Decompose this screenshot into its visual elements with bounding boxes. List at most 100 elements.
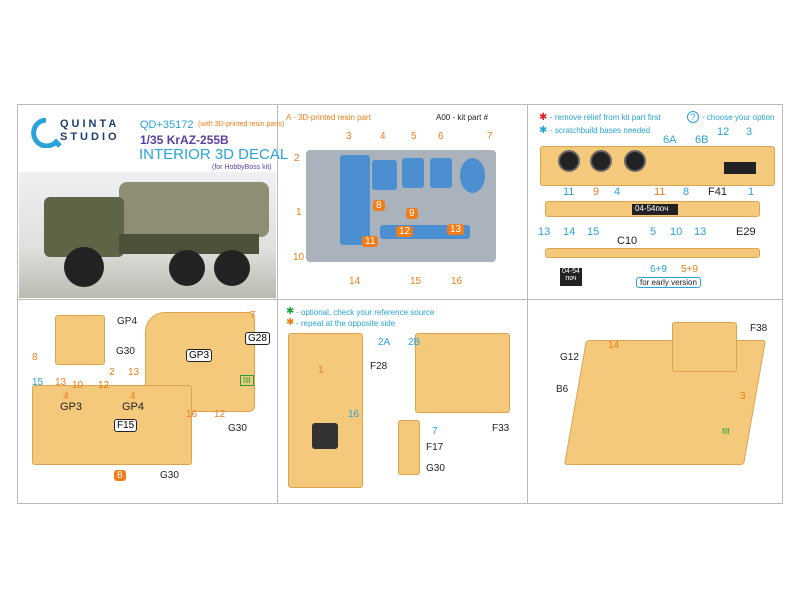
part-number: GP3 [60,401,83,413]
label: 1 [748,186,755,198]
red-star-icon: ✱ [539,112,548,123]
label: 6B [695,134,709,146]
legend-blue: - scratchbuild bases needed [550,126,651,135]
label: 15 [32,377,44,388]
door-part [288,333,363,488]
truck-photo [19,172,276,298]
label: 2B [408,337,421,348]
part-number: GP4 [117,316,138,327]
part-number: B6 [556,384,569,395]
label: 16 [451,276,463,287]
label: 11 [563,186,575,198]
grille-part [415,333,510,413]
legend-kit-part: A00 - kit part # [436,113,489,122]
gauge [590,150,612,172]
label: 6A [663,134,677,146]
label: 13 [538,226,551,238]
label: 10 [72,380,84,391]
choose-option-icon: ? [687,111,699,123]
resin-part [340,155,370,245]
seat-box-part [672,322,737,372]
legend-green: - optional, check your reference source [296,308,435,317]
part-number: G30 [116,346,135,357]
legend-choose: - choose your option [702,113,775,122]
part-number: F38 [750,323,768,334]
product-code: QD+35172 [140,119,194,131]
bumper-part [545,248,760,258]
model-title: 1/35 KrAZ-255B [140,133,229,147]
part-number: F28 [370,361,388,372]
part-number: GP4 [122,401,145,413]
label: 4 [130,391,136,402]
label: 2 [294,153,300,164]
label: 2 [109,367,115,378]
placard [724,162,756,174]
label: 16 [348,409,360,420]
part-number: G28 [245,332,270,345]
label: 2A [378,337,391,348]
label: 10 [670,226,683,238]
label: 8 [373,200,385,211]
part-number: F17 [426,442,444,453]
instruction-sheet [17,104,783,504]
logo-text: STUDIO [60,131,120,143]
label: 6+9 [650,264,667,275]
label: 1 [296,207,302,218]
license-plate: 04-54поч [632,204,678,215]
label: 13 [55,377,67,388]
part-number: G30 [228,423,247,434]
legend-orange: - repeat at the opposite side [296,319,396,328]
fill-note: fill [240,375,254,386]
part-number: F33 [492,423,510,434]
early-version-note: for early version [636,277,701,288]
quinta-logo-icon [31,118,62,148]
label: 12 [396,226,414,237]
resin-part [372,160,397,190]
label: 12 [98,380,110,391]
part-number: F15 [114,419,138,432]
logo-text: QUINTA [60,118,120,130]
part-number: GP3 [186,349,213,362]
label: 9 [406,208,418,219]
product-title: INTERIOR 3D DECAL [139,146,289,163]
label: 14 [563,226,576,238]
label: 4 [380,131,386,142]
label: 3 [740,391,746,402]
divider [277,104,278,504]
label: 6 [438,131,444,142]
label: 8 [114,470,126,481]
legend-resin: A - 3D-printed resin part [286,113,371,122]
part-number: G30 [426,463,445,474]
label: 11 [654,186,666,198]
resin-part [460,158,485,193]
label: 8 [32,352,38,363]
part-number: G30 [160,470,179,481]
kit-note: (for HobbyBoss kit) [212,164,272,171]
fill-note: fill [722,427,730,436]
door-handle [312,423,338,449]
resin-note: (with 3D-printed resin parts) [198,121,285,128]
part-number: F41 [708,186,727,198]
label: 5 [650,226,657,238]
resin-part [430,158,452,188]
label: 13 [447,224,465,235]
blue-star-icon: ✱ [539,125,548,136]
part-number: E29 [736,226,756,238]
cab-part [55,315,105,365]
label: 15 [410,276,422,287]
label: 13 [128,367,140,378]
gauge [558,150,580,172]
label: 3 [746,126,753,138]
label: 14 [349,276,361,287]
label: 1 [318,365,324,376]
label: 15 [587,226,600,238]
label: 5+9 [681,264,698,275]
label: 14 [608,340,620,351]
label: 4 [614,186,621,198]
label: 13 [694,226,707,238]
legend-red: - remove relief from kit part first [550,113,661,122]
part-number: G12 [560,352,579,363]
label: 3 [346,131,352,142]
label: 12 [717,126,730,138]
label: 7 [250,310,256,321]
